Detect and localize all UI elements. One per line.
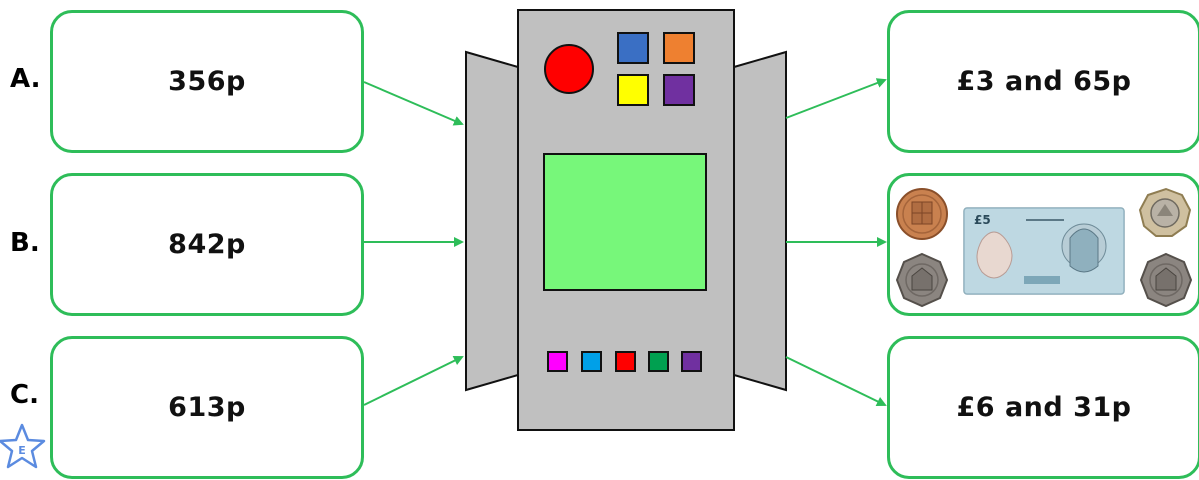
- machine-top-button-orange: [663, 32, 695, 64]
- input-value-a: 356p: [168, 66, 246, 97]
- machine-top-button-blue: [617, 32, 649, 64]
- machine-bottom-button-purple: [681, 351, 702, 372]
- machine-big-button: [544, 44, 594, 94]
- input-box-b[interactable]: 842p: [50, 173, 364, 316]
- machine-top-button-purple: [663, 74, 695, 106]
- silver-coin-icon: [895, 252, 949, 307]
- money-picture: £5: [895, 187, 1193, 307]
- svg-text:£5: £5: [974, 213, 991, 227]
- machine-top-button-yellow: [617, 74, 649, 106]
- row-letter-a: A.: [10, 64, 41, 94]
- row-letter-c: C.: [10, 380, 39, 410]
- row-letter-b: B.: [10, 228, 40, 258]
- output-value-1: £3 and 65p: [956, 66, 1132, 97]
- arrow-machine-to-output-3: [785, 356, 887, 407]
- input-box-c[interactable]: 613p: [50, 336, 364, 479]
- machine-bottom-button-red: [615, 351, 636, 372]
- input-value-b: 842p: [168, 229, 246, 260]
- star-badge-icon: E: [0, 423, 46, 469]
- machine-bottom-button-cyan: [581, 351, 602, 372]
- machine-bottom-button-magenta: [547, 351, 568, 372]
- machine-screen: [543, 153, 707, 291]
- output-box-2[interactable]: £5: [887, 173, 1199, 316]
- copper-coin-icon: [896, 187, 948, 240]
- output-value-3: £6 and 31p: [956, 392, 1132, 423]
- five-pound-note-icon: £5: [963, 206, 1125, 295]
- arrow-c-to-machine: [363, 356, 464, 406]
- silver-coin-icon: [1139, 252, 1193, 307]
- arrow-machine-to-output-1: [785, 78, 887, 119]
- star-badge-letter: E: [18, 444, 26, 457]
- pound-coin-icon: [1138, 187, 1192, 237]
- input-value-c: 613p: [168, 392, 246, 423]
- machine-bottom-button-green: [648, 351, 669, 372]
- output-box-1[interactable]: £3 and 65p: [887, 10, 1199, 153]
- arrow-a-to-machine: [363, 81, 464, 126]
- output-box-3[interactable]: £6 and 31p: [887, 336, 1199, 479]
- input-box-a[interactable]: 356p: [50, 10, 364, 153]
